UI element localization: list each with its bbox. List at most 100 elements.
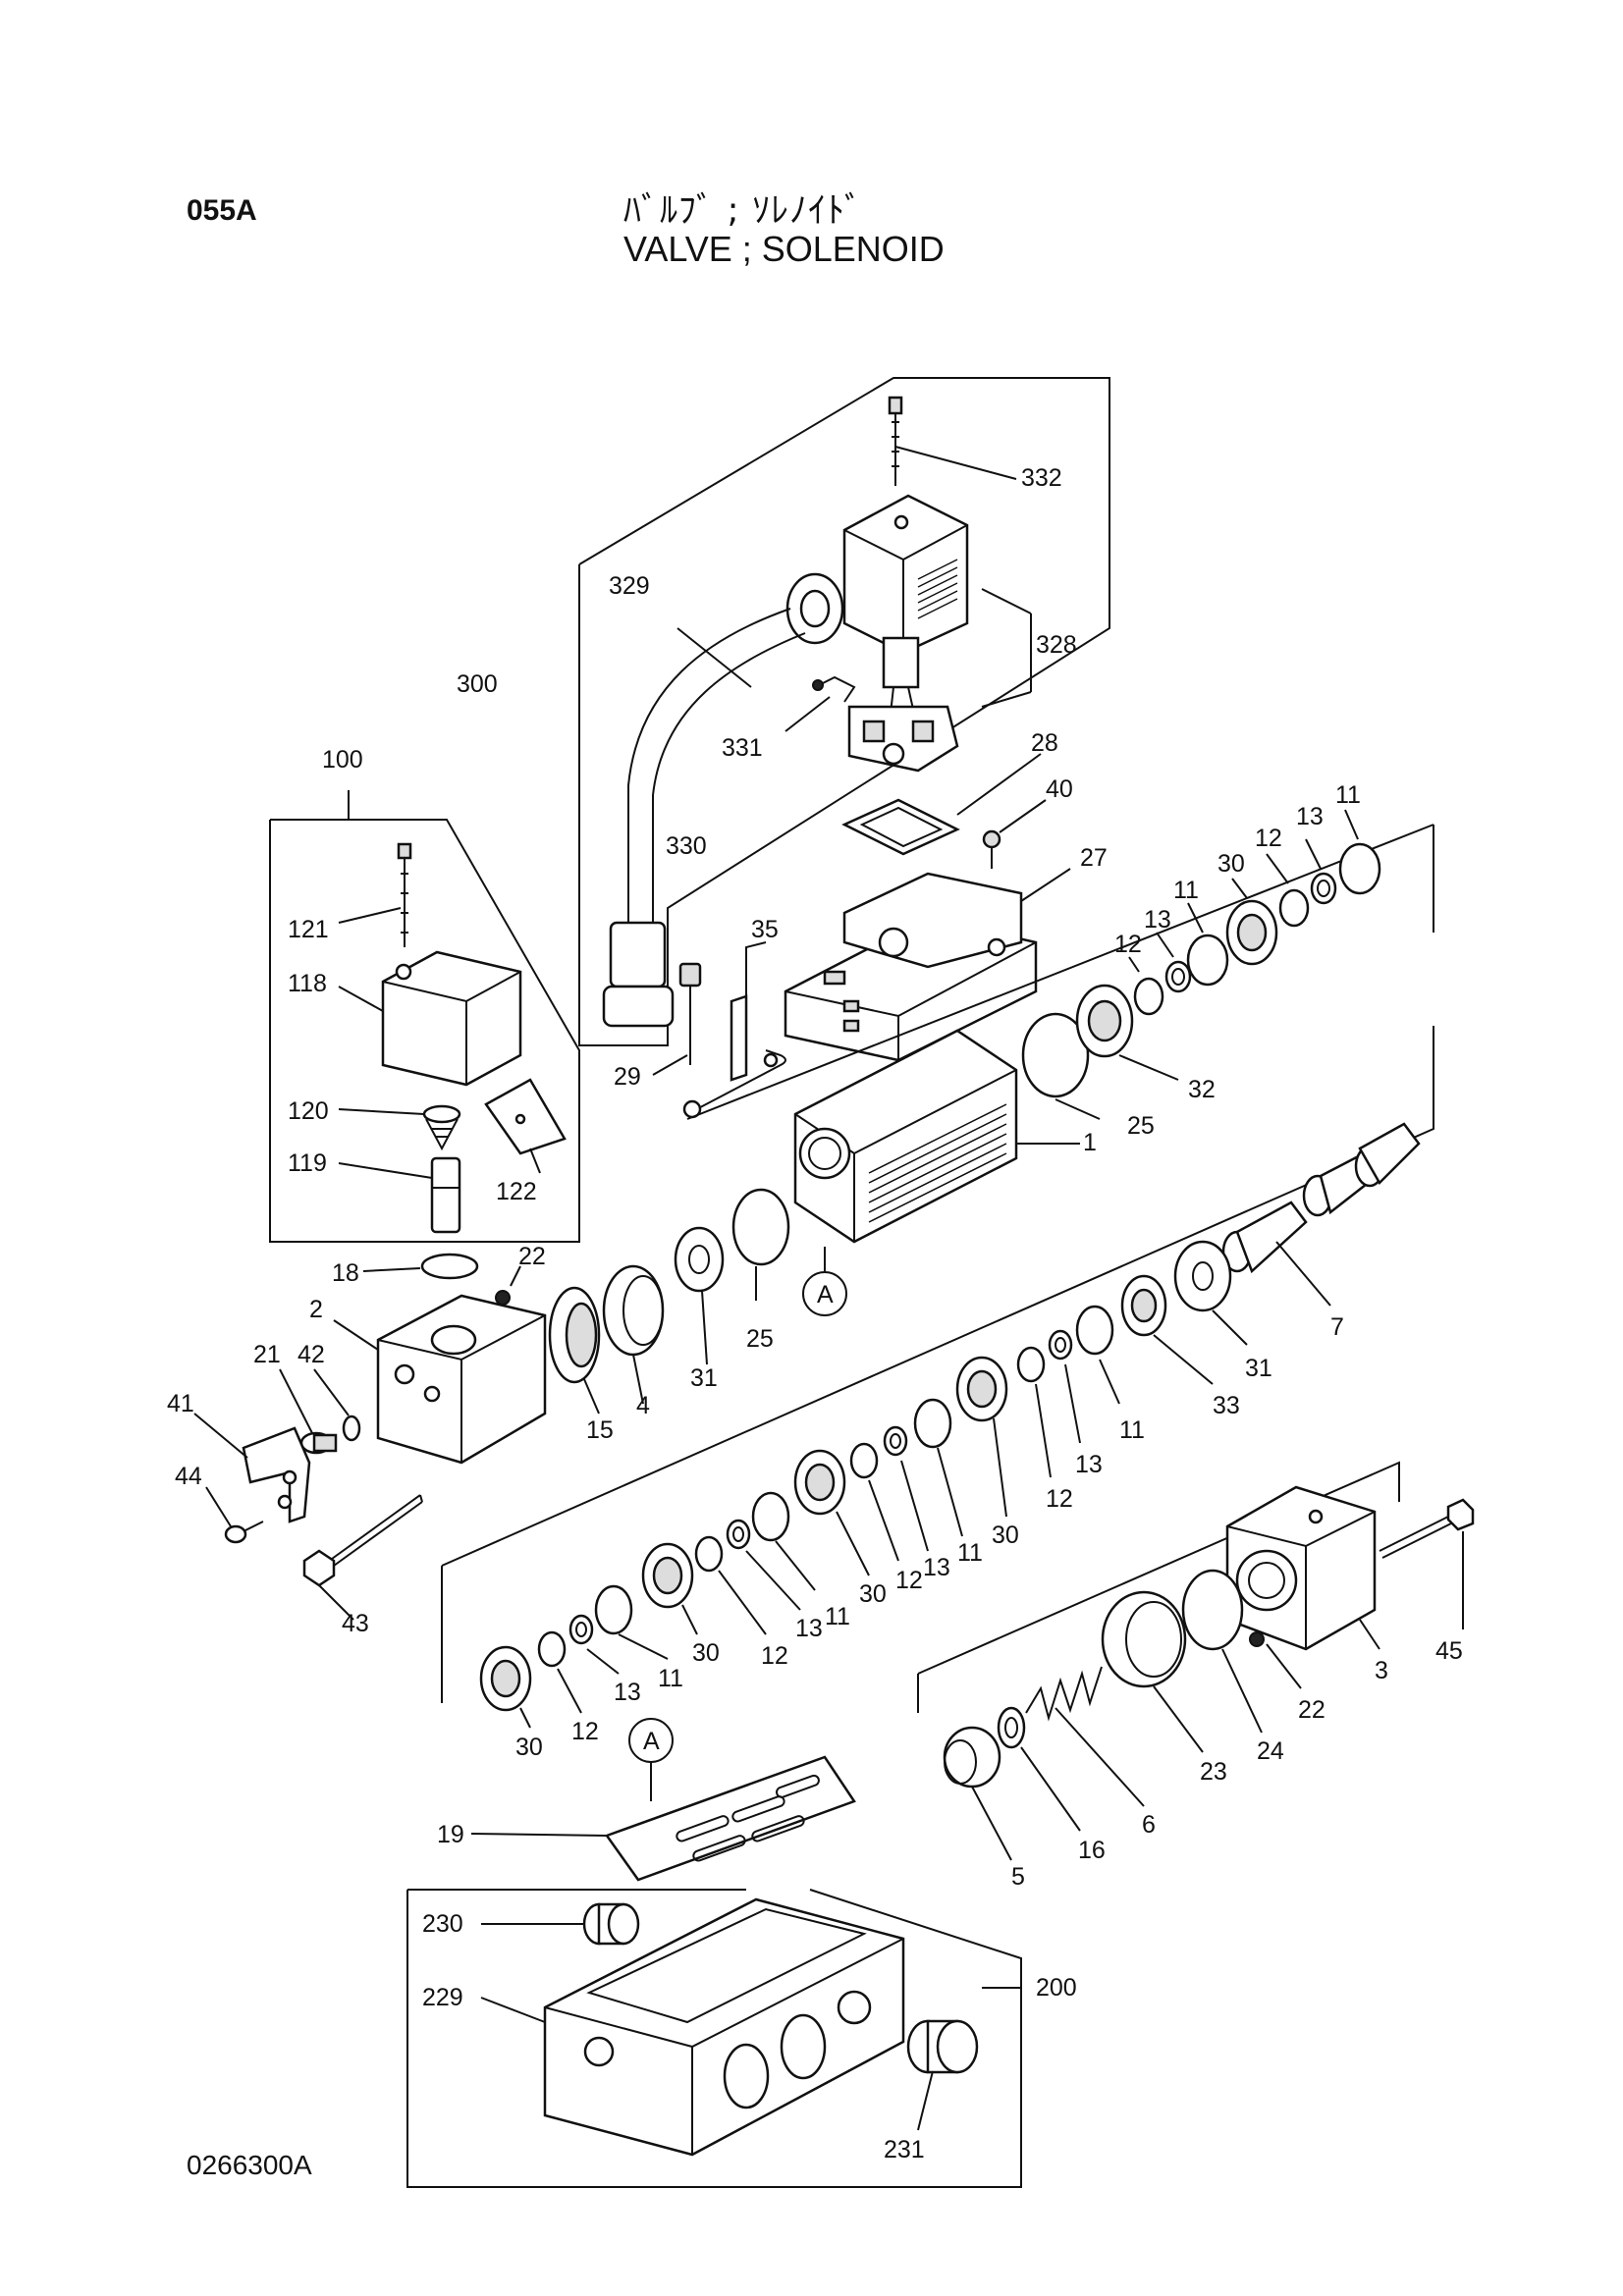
callout-100: 100 — [322, 746, 363, 774]
part-12-ring-mid-d — [537, 1630, 582, 1714]
part-229-manifold — [480, 1897, 905, 2157]
callout-11-mid-a: 11 — [1119, 1416, 1145, 1444]
callout-42: 42 — [298, 1341, 325, 1368]
callout-24: 24 — [1257, 1737, 1284, 1765]
part-5-cap — [943, 1726, 1012, 1861]
callout-25-upper: 25 — [1127, 1112, 1155, 1140]
callout-35: 35 — [751, 916, 779, 943]
part-331-clip — [784, 675, 856, 732]
part-30-spool-mid-b — [793, 1449, 870, 1576]
part-328-coil — [785, 494, 1032, 773]
part-120-spring — [338, 1104, 461, 1151]
callout-30-upper: 30 — [1217, 850, 1245, 878]
part-13-ring-upper-a — [1156, 932, 1192, 993]
part-43-bolt — [302, 1494, 423, 1621]
part-25-gasket-upper — [1021, 1012, 1101, 1120]
callout-31-left: 31 — [690, 1364, 718, 1392]
callout-12-mid-c: 12 — [761, 1642, 788, 1670]
callout-328: 328 — [1036, 631, 1077, 659]
callout-16: 16 — [1078, 1837, 1106, 1864]
callout-1: 1 — [1083, 1129, 1097, 1156]
callout-231: 231 — [884, 2136, 925, 2163]
part-230-plug — [481, 1902, 640, 1946]
detail-marker-a2 — [628, 1718, 674, 1801]
callout-13-upper-a: 13 — [1144, 906, 1171, 934]
part-22-plug-right — [1249, 1631, 1302, 1689]
callout-21: 21 — [253, 1341, 281, 1368]
part-12-ring-upper-b — [1266, 853, 1310, 928]
part-19-gasket — [470, 1755, 856, 1882]
detail-marker-a1 — [802, 1247, 847, 1316]
part-231-plug — [906, 2019, 979, 2131]
part-25-gasket-lower — [731, 1188, 790, 1301]
callout-30-mid-a: 30 — [992, 1522, 1019, 1549]
part-122-plate — [484, 1078, 567, 1174]
callout-30-mid-b: 30 — [859, 1580, 887, 1608]
part-40-screw — [982, 799, 1047, 869]
callout-25-lower: 25 — [746, 1325, 774, 1353]
marker-a-label-2: A — [643, 1728, 660, 1755]
callout-30-mid-d: 30 — [515, 1734, 543, 1761]
part-45-bolt — [1379, 1498, 1475, 1629]
callout-29: 29 — [614, 1063, 641, 1091]
part-118-cover — [338, 950, 522, 1087]
callout-3: 3 — [1375, 1657, 1388, 1684]
part-41-bracket — [193, 1413, 311, 1523]
callout-13-mid-c: 13 — [795, 1615, 823, 1642]
callout-12-mid-b: 12 — [895, 1567, 923, 1594]
callout-28: 28 — [1031, 729, 1058, 757]
part-1-body — [793, 1029, 1080, 1244]
callout-12-upper-b: 12 — [1255, 825, 1282, 852]
part-30-spool-mid-c — [641, 1542, 698, 1635]
part-329-cable — [602, 608, 806, 1028]
part-33-seal — [1120, 1274, 1214, 1385]
callout-12-mid-a: 12 — [1046, 1485, 1073, 1513]
part-7-spool — [1221, 1122, 1421, 1307]
callout-329: 329 — [609, 572, 650, 600]
callout-13-mid-d: 13 — [614, 1679, 641, 1706]
group-300-frame — [578, 377, 1110, 1046]
callout-200: 200 — [1036, 1974, 1077, 2002]
callout-122: 122 — [496, 1178, 537, 1205]
callout-332: 332 — [1021, 464, 1062, 492]
callout-119: 119 — [288, 1149, 327, 1177]
part-27-adapter — [784, 868, 1071, 1062]
callout-331: 331 — [722, 734, 763, 762]
part-332-bolt — [888, 396, 1017, 486]
part-30-spool-mid-a — [955, 1356, 1008, 1518]
callout-15: 15 — [586, 1416, 614, 1444]
callout-11-mid-b: 11 — [957, 1539, 983, 1567]
title-japanese: ﾊﾞﾙﾌﾞ ; ｿﾚﾉｲﾄﾞ — [623, 190, 864, 231]
part-6-spring — [1025, 1666, 1145, 1807]
callout-11-upper-a: 11 — [1173, 877, 1199, 904]
callout-41: 41 — [167, 1390, 194, 1417]
group-100-frame — [269, 790, 580, 1243]
marker-a-label-1: A — [817, 1281, 834, 1308]
part-21-fitting — [279, 1368, 338, 1455]
callout-30-mid-c: 30 — [692, 1639, 720, 1667]
spool-stack-frame — [441, 1026, 1434, 1703]
callout-12-mid-d: 12 — [571, 1718, 599, 1745]
callout-23: 23 — [1200, 1758, 1227, 1786]
part-11-oring-upper-a — [1186, 902, 1229, 987]
callout-13-mid-a: 13 — [1075, 1451, 1103, 1478]
callout-13-mid-b: 13 — [923, 1554, 950, 1581]
part-2-end-cap — [333, 1294, 547, 1465]
callout-118: 118 — [288, 970, 327, 997]
callout-43: 43 — [342, 1610, 369, 1637]
part-15-seal — [548, 1286, 601, 1415]
callout-27: 27 — [1080, 844, 1108, 872]
part-12-ring-upper-a — [1128, 956, 1164, 1016]
callout-5: 5 — [1011, 1863, 1025, 1891]
part-3-end-cap — [1225, 1485, 1380, 1651]
part-32-spool-seal — [1075, 984, 1179, 1081]
part-11-oring-mid-b — [913, 1398, 963, 1537]
part-13-ring-upper-b — [1305, 838, 1337, 905]
callout-labels: 332 329 328 300 331 28 40 27 100 330 121… — [167, 464, 1463, 2163]
title-english: VALVE ; SOLENOID — [623, 229, 945, 269]
callout-33: 33 — [1213, 1392, 1240, 1419]
part-22-plug-left — [495, 1265, 521, 1306]
part-12-ring-mid-b — [849, 1442, 899, 1562]
part-31-bushing-left — [674, 1226, 725, 1365]
